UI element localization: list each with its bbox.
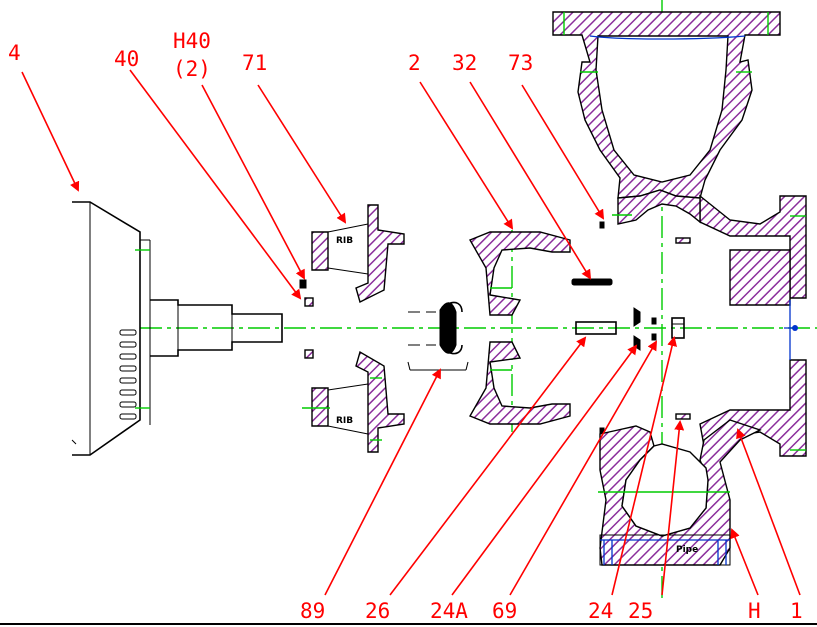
callout-40: 40	[114, 47, 139, 71]
callout-73: 73	[508, 51, 533, 75]
base-mark: Pipe	[676, 545, 698, 555]
callout-24A: 24A	[430, 599, 468, 623]
mechanical-seal-part-89	[407, 301, 469, 371]
shaft-sleeve-part-26	[575, 321, 617, 335]
callout-1: 1	[790, 599, 803, 623]
impeller-nut-parts	[633, 307, 685, 351]
adapter-part-71: RIB RIB	[302, 204, 405, 453]
casing-cover-part-2	[468, 231, 571, 425]
callout-26: 26	[365, 599, 390, 623]
callout-71: 71	[242, 51, 267, 75]
bearing-frame-part-4	[71, 201, 283, 456]
pump-casing-part-1: Pipe	[552, 11, 807, 566]
callout-32: 32	[452, 51, 477, 75]
rib-label-upper: RIB	[336, 236, 353, 246]
callout-25: 25	[628, 599, 653, 623]
callout-leaders	[21, 69, 801, 596]
callout-69: 69	[492, 599, 517, 623]
callout-2: 2	[408, 51, 421, 75]
cooling-fins	[119, 329, 137, 420]
callout-H40-qty: (2)	[173, 57, 211, 81]
callout-labels: 4 40 H40 (2) 71 2 32 73 89 26 24A 69 24 …	[8, 29, 803, 623]
callout-24: 24	[588, 599, 613, 623]
callout-89: 89	[300, 599, 325, 623]
callout-4: 4	[8, 41, 21, 65]
key-part-32	[571, 278, 613, 286]
callout-H: H	[748, 599, 761, 623]
rib-label-lower: RIB	[336, 416, 353, 426]
callout-H40: H40	[173, 29, 211, 53]
gasket-part-40	[299, 279, 314, 359]
